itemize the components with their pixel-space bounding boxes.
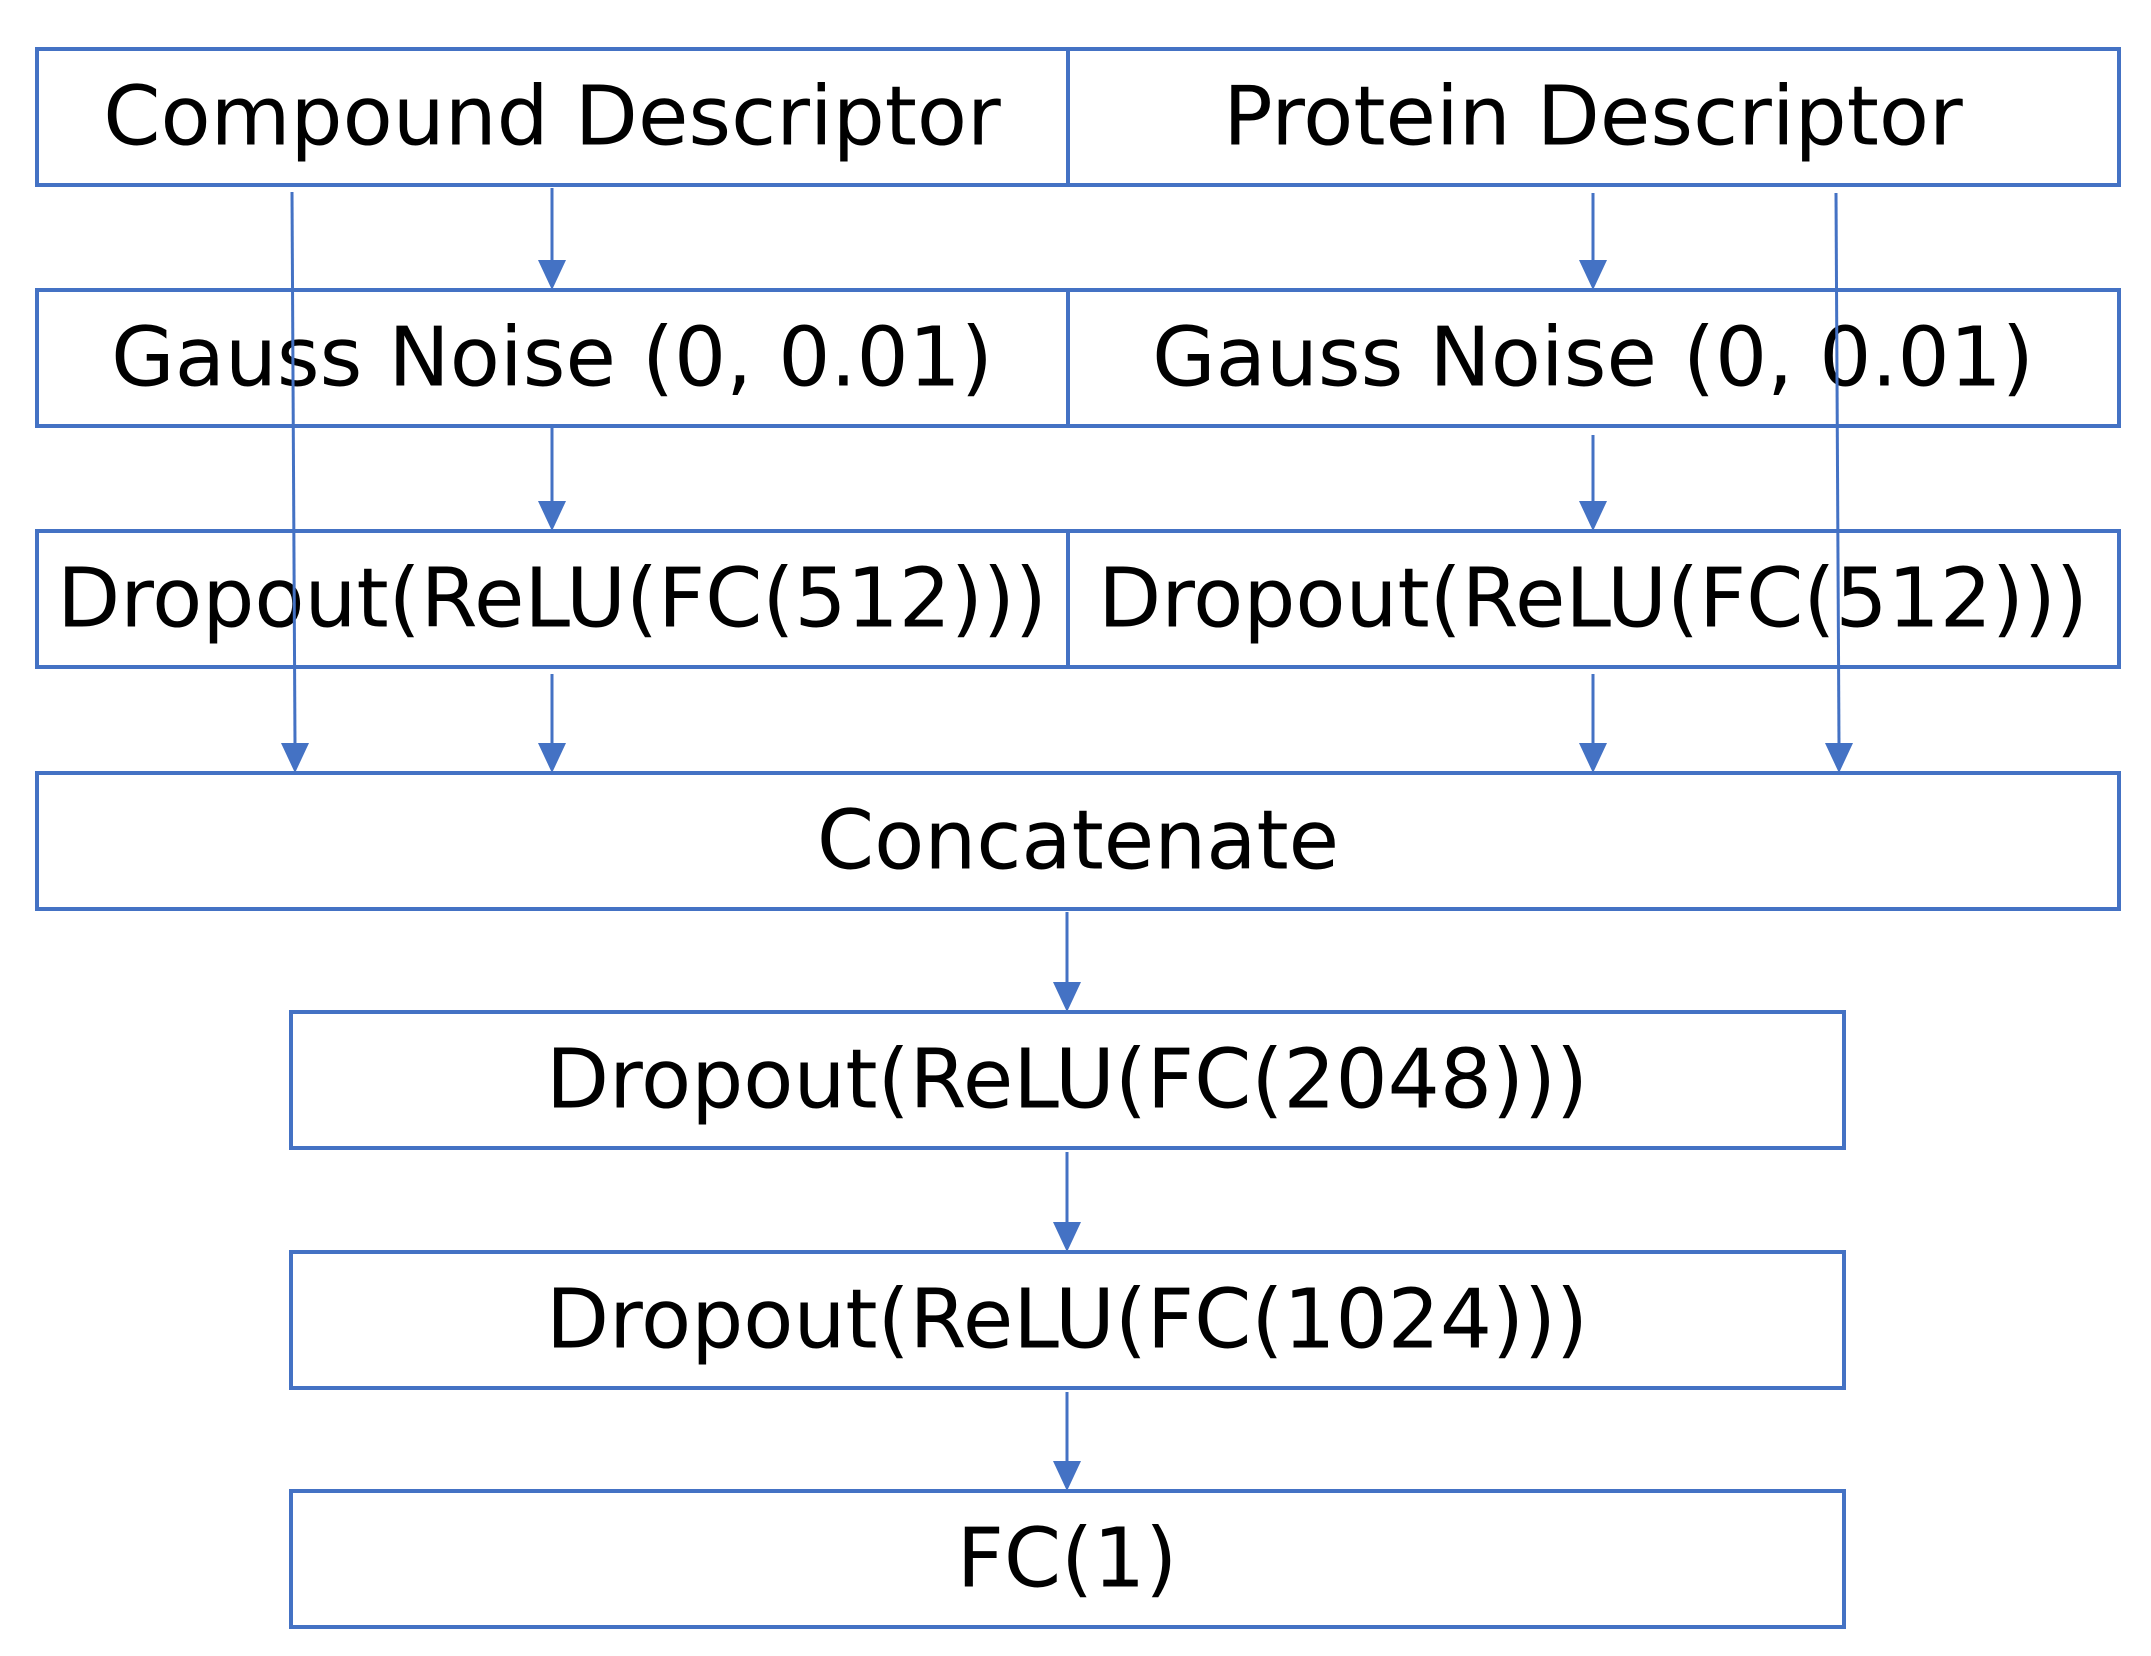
protein-descriptor-box: Protein Descriptor (1066, 47, 2121, 187)
fc1-box: FC(1) (289, 1489, 1846, 1629)
fc1-label: FC(1) (957, 1512, 1178, 1607)
protein-gauss-noise-label: Gauss Noise (0, 0.01) (1152, 311, 2034, 406)
arrow-fc1024-to-fc1 (1053, 1392, 1081, 1491)
compound-descriptor-box: Compound Descriptor (35, 47, 1070, 187)
arrow-concatenate-to-fc2048 (1053, 912, 1081, 1012)
arrow-compound-descriptor-to-gauss (538, 188, 566, 290)
concatenate-label: Concatenate (817, 794, 1339, 889)
protein-gauss-noise-box: Gauss Noise (0, 0.01) (1066, 288, 2121, 428)
protein-descriptor-label: Protein Descriptor (1223, 70, 1963, 165)
protein-dropout-fc512-label: Dropout(ReLU(FC(512))) (1098, 552, 2088, 647)
compound-dropout-fc512-box: Dropout(ReLU(FC(512))) (35, 529, 1070, 669)
arrow-compound-dropout-to-concatenate (538, 674, 566, 773)
compound-dropout-fc512-label: Dropout(ReLU(FC(512))) (57, 552, 1047, 647)
concatenate-box: Concatenate (35, 771, 2121, 911)
dropout-fc1024-box: Dropout(ReLU(FC(1024))) (289, 1250, 1846, 1390)
dropout-fc1024-label: Dropout(ReLU(FC(1024))) (546, 1273, 1588, 1368)
compound-gauss-noise-box: Gauss Noise (0, 0.01) (35, 288, 1070, 428)
arrow-fc2048-to-fc1024 (1053, 1152, 1081, 1252)
arrow-protein-dropout-to-concatenate (1579, 674, 1607, 773)
arrow-protein-descriptor-to-gauss (1579, 193, 1607, 290)
arrow-compound-gauss-to-dropout (538, 428, 566, 531)
arrow-protein-descriptor-skip-to-concatenate (1825, 192, 1853, 773)
compound-gauss-noise-label: Gauss Noise (0, 0.01) (111, 311, 993, 406)
dropout-fc2048-box: Dropout(ReLU(FC(2048))) (289, 1010, 1846, 1150)
protein-dropout-fc512-box: Dropout(ReLU(FC(512))) (1066, 529, 2121, 669)
arrow-compound-descriptor-skip-to-concatenate (281, 191, 309, 773)
dropout-fc2048-label: Dropout(ReLU(FC(2048))) (546, 1033, 1588, 1128)
arrow-protein-gauss-to-dropout (1579, 435, 1607, 531)
compound-descriptor-label: Compound Descriptor (103, 70, 1001, 165)
